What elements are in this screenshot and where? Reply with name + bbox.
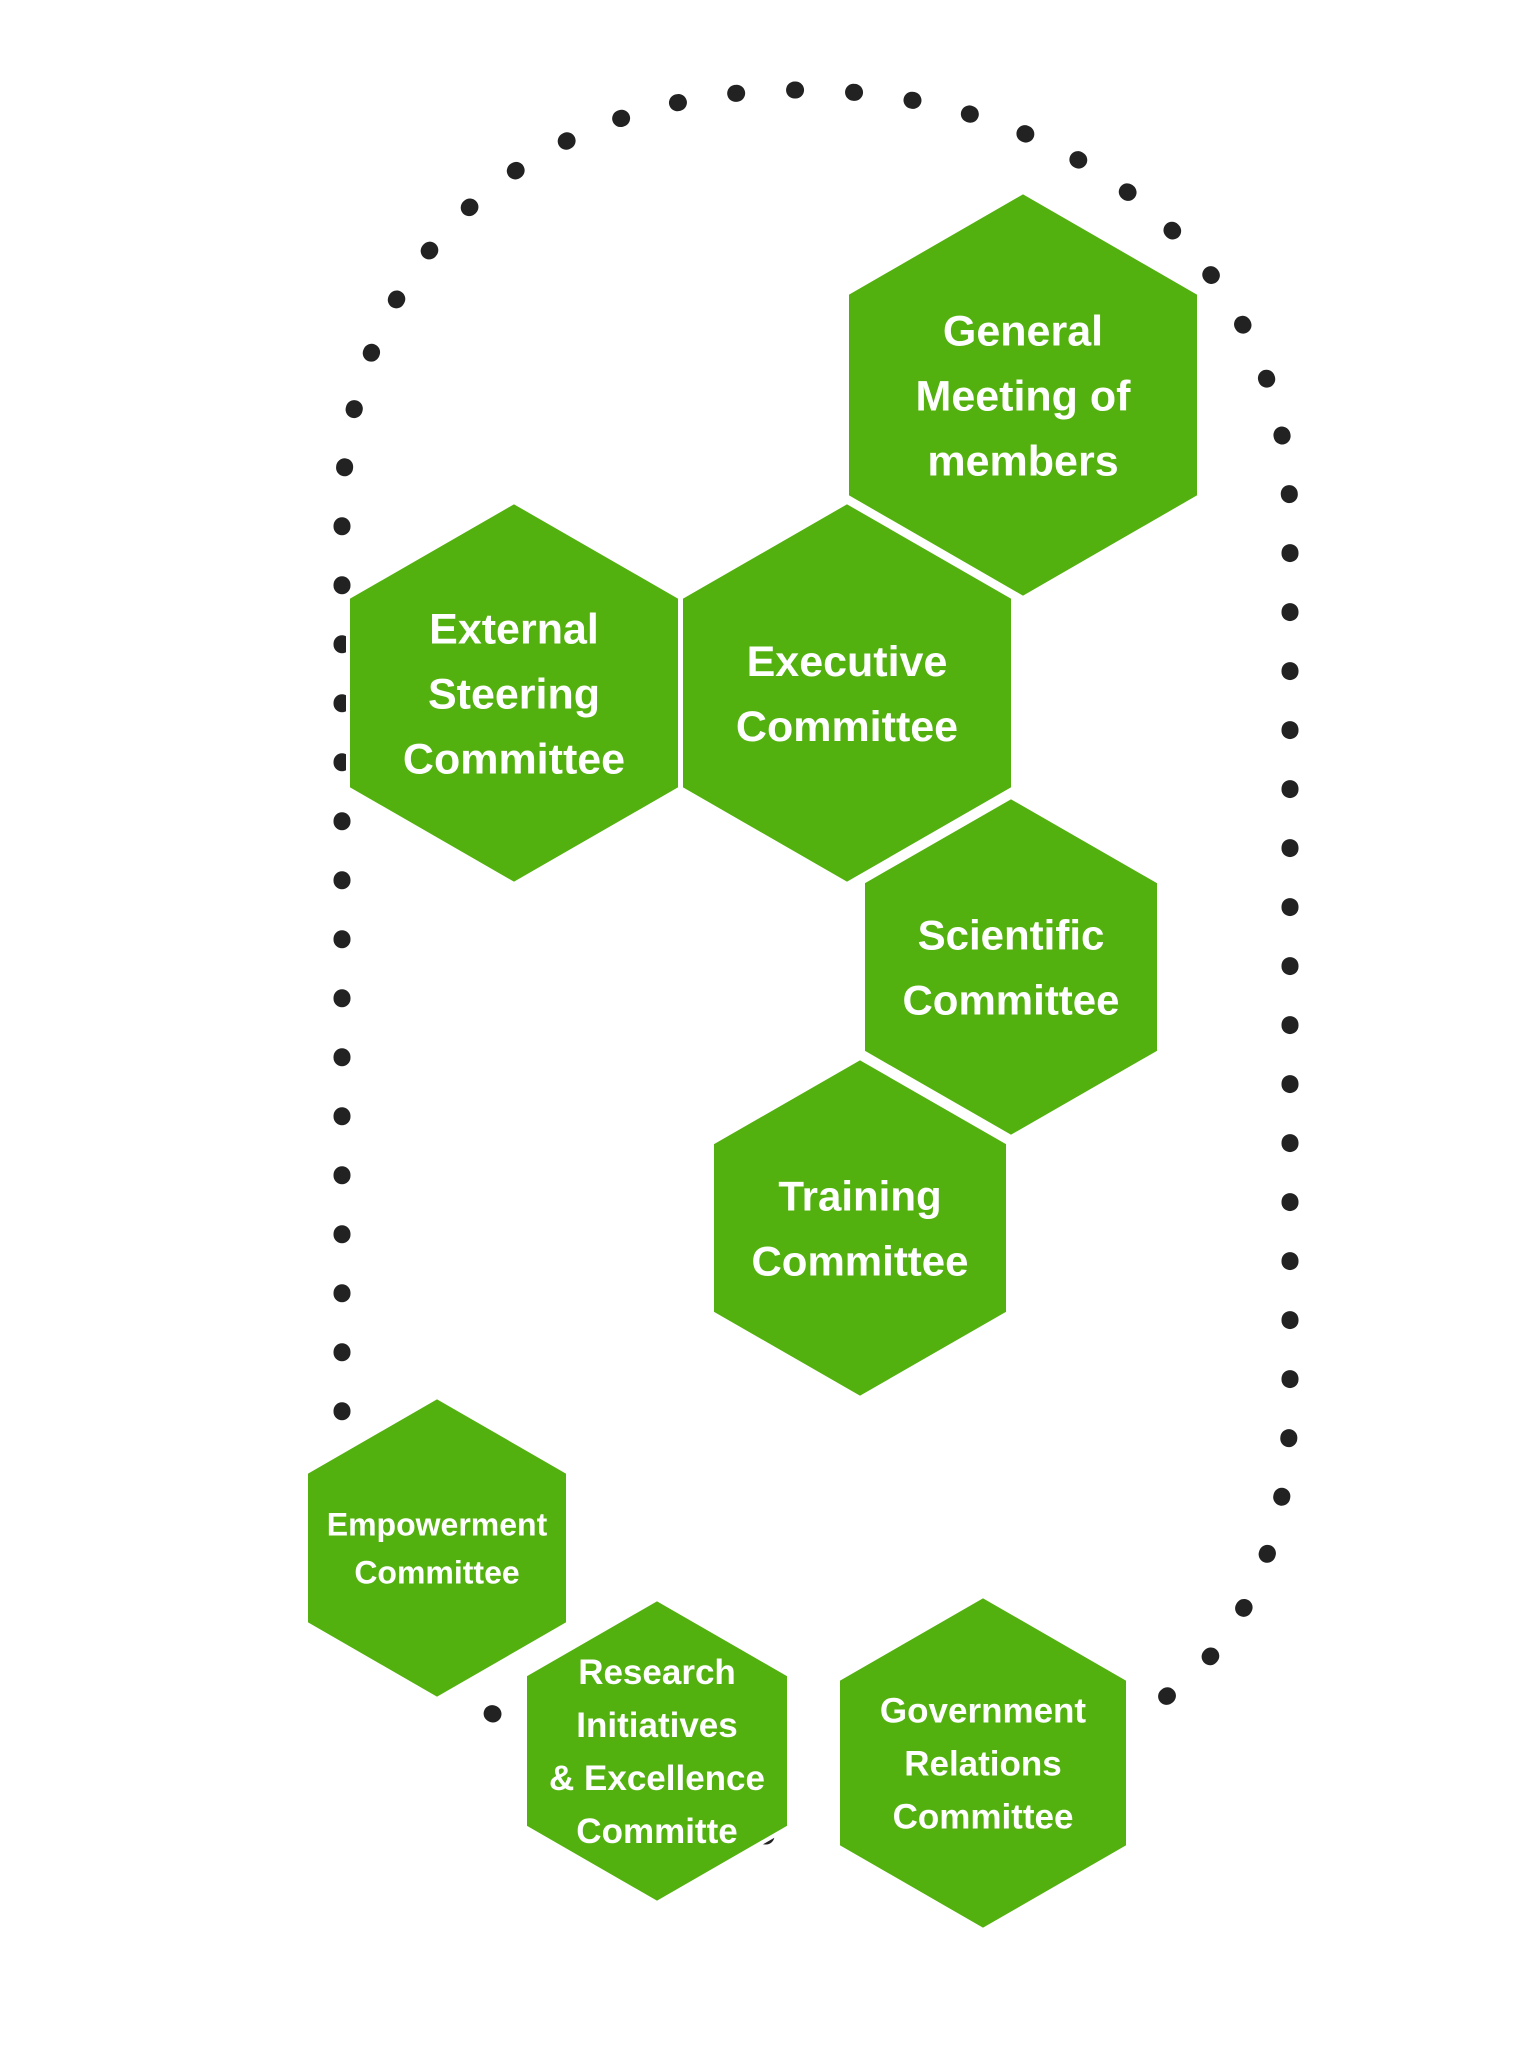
training-committee-label-line: Training [778,1173,941,1220]
scientific-committee-label-line: Committee [902,977,1119,1024]
government-relations-committee-label-line: Relations [904,1745,1062,1784]
general-meeting-label-line: Meeting of [916,372,1132,420]
boundary-dotted-outline [333,81,1299,1727]
research-initiatives-committee-label-line: Research [578,1653,736,1692]
scientific-committee-label-line: Scientific [918,912,1105,959]
government-relations-committee-label-line: Committee [893,1798,1074,1837]
training-committee-hexagon [710,1055,1010,1401]
empowerment-committee-label-line: Committee [354,1555,519,1591]
government-relations-committee-hexagon [836,1593,1130,1933]
external-steering-committee-label-line: External [429,605,599,653]
general-meeting-label-line: General [943,307,1103,355]
general-meeting-label-line: members [927,437,1118,485]
research-initiatives-committee-hexagon [523,1596,791,1906]
scientific-committee-hexagon [861,794,1161,1140]
external-steering-committee-label-line: Steering [428,670,600,718]
research-initiatives-committee-label-line: & Excellence [549,1759,765,1798]
research-initiatives-committee-label-line: Initiatives [576,1706,737,1745]
external-steering-committee-hexagon [346,499,682,887]
training-committee-label-line: Committee [751,1238,968,1285]
external-steering-committee-label-line: Committee [403,735,625,783]
general-meeting-hexagon [845,189,1201,601]
government-relations-committee-label-line: Government [880,1692,1086,1731]
executive-committee-label-line: Executive [747,638,948,686]
empowerment-committee-hexagon [304,1394,570,1702]
executive-committee-label-line: Committee [736,703,958,751]
empowerment-committee-label-line: Empowerment [327,1507,548,1543]
research-initiatives-committee-label-line: Committe [576,1812,737,1851]
